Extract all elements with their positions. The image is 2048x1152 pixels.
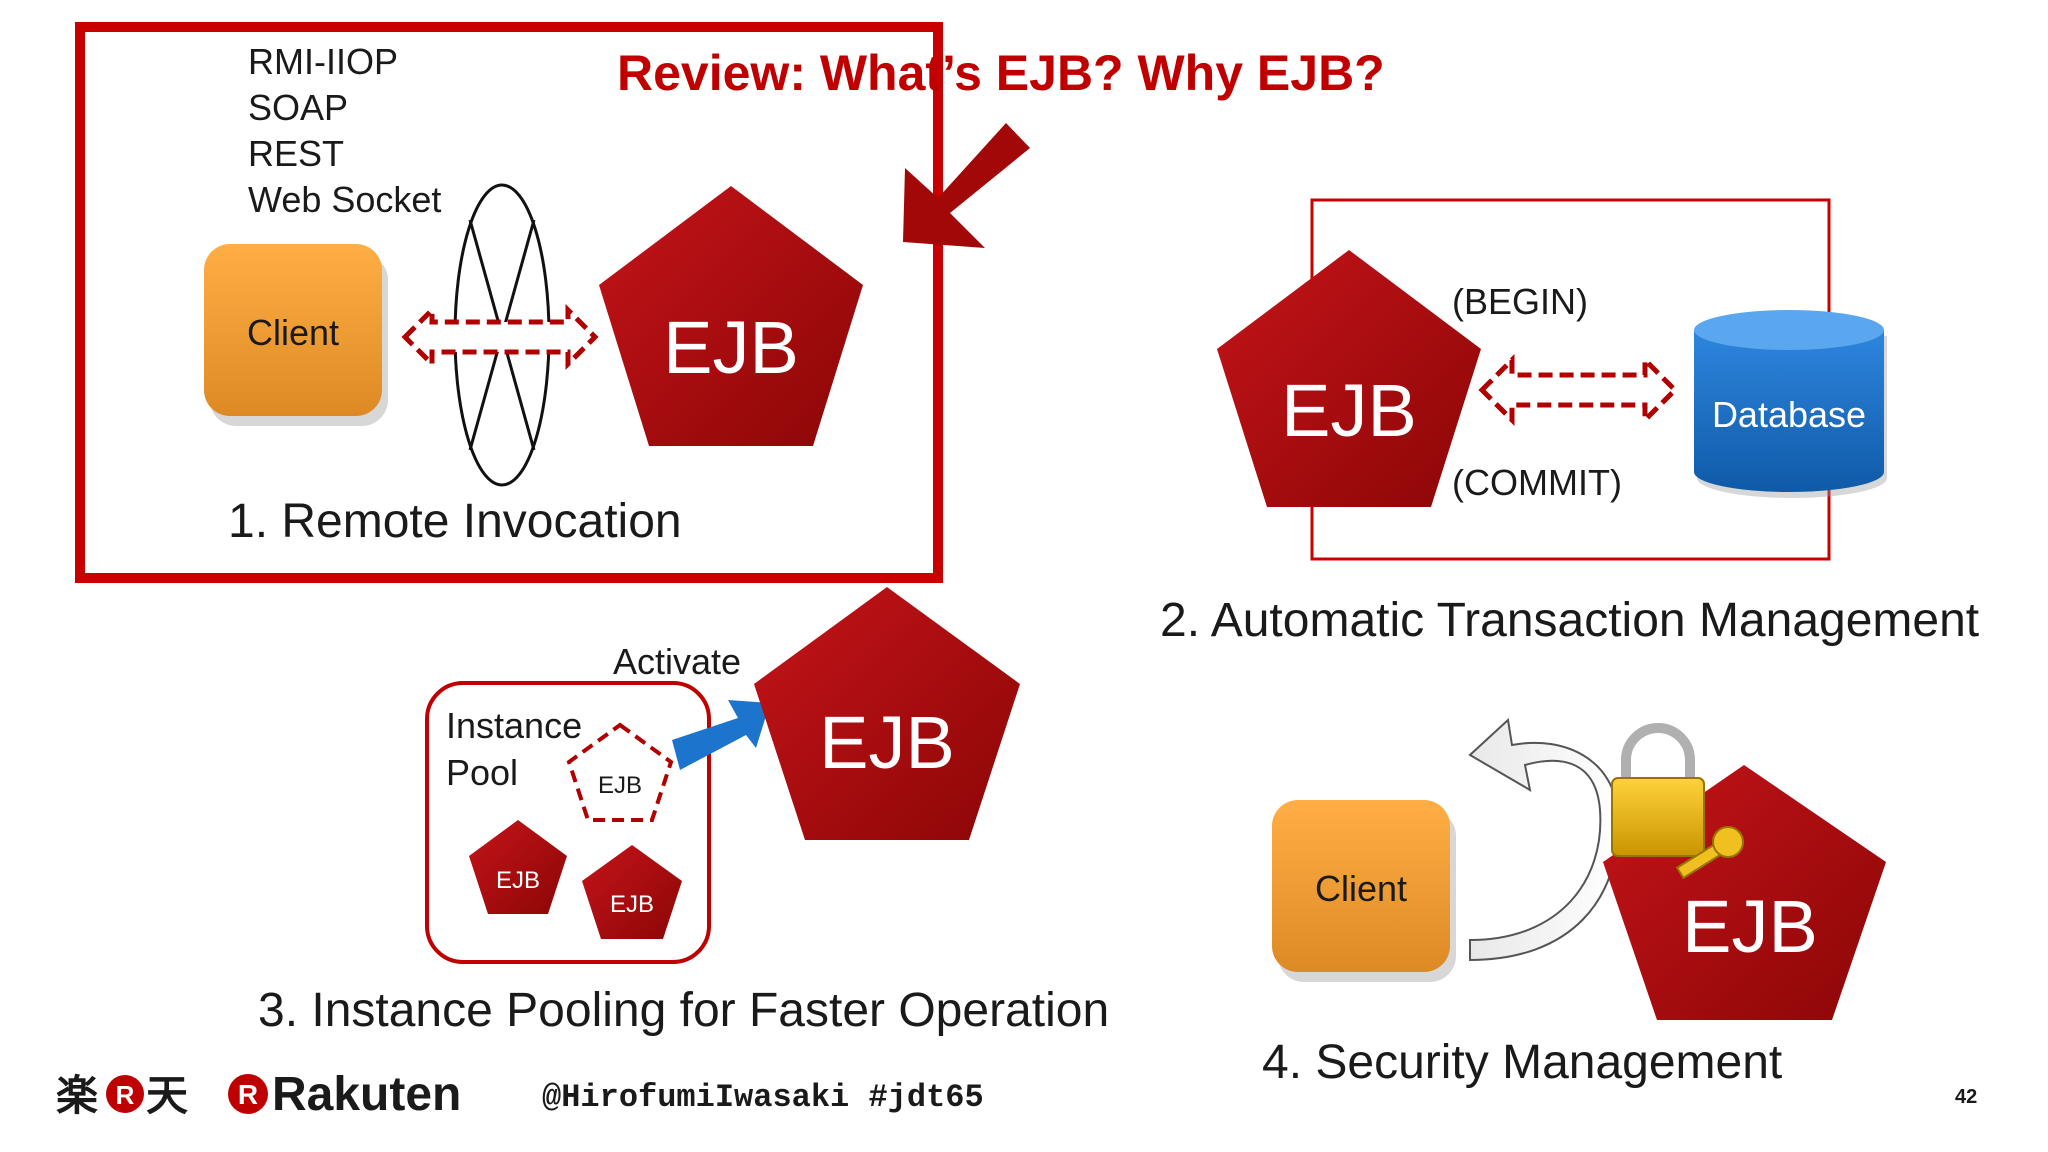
double-arrow xyxy=(1478,353,1679,427)
page-number: 42 xyxy=(1955,1086,1977,1108)
instance-pool-frame xyxy=(425,681,711,964)
caption-security: 4. Security Management xyxy=(1262,1036,1782,1089)
ejb-label: EJB xyxy=(819,701,955,784)
logo-r: R xyxy=(238,1079,258,1110)
rakuten-kanji-logo: 楽 R 天 xyxy=(56,1071,188,1120)
pool-label-line2: Pool xyxy=(446,752,518,793)
dashed-ejb-pentagon: EJB xyxy=(566,722,674,822)
logo-r-small: R xyxy=(116,1080,135,1110)
small-ejb-label: EJB xyxy=(598,772,642,799)
padlock-icon xyxy=(1611,723,1705,857)
small-ejb-pentagon: EJB xyxy=(582,845,682,939)
activate-arrow xyxy=(672,700,770,770)
key-icon xyxy=(1675,826,1744,880)
ejb-label: EJB xyxy=(1281,369,1417,452)
twitter-handle: @HirofumiIwasaki #jdt65 xyxy=(542,1079,984,1116)
protocol-list: RMI-IIOP SOAP REST Web Socket xyxy=(248,41,441,220)
rakuten-wordmark-logo: R Rakuten xyxy=(228,1068,461,1121)
caption-remote-invocation: 1. Remote Invocation xyxy=(228,495,682,548)
activate-label: Activate xyxy=(613,641,741,682)
small-ejb-label: EJB xyxy=(610,891,654,918)
protocol-item: Web Socket xyxy=(248,179,441,220)
protocol-item: REST xyxy=(248,133,344,174)
ejb-label: EJB xyxy=(1682,885,1818,968)
curved-return-arrow xyxy=(1468,718,1620,962)
double-arrow xyxy=(401,303,599,371)
caption-transaction: 2. Automatic Transaction Management xyxy=(1160,594,1979,647)
database-cylinder: Database xyxy=(1694,310,1887,498)
protocol-item: RMI-IIOP xyxy=(248,41,398,82)
ejb-pentagon: EJB xyxy=(599,186,863,446)
ejb-pentagon: EJB xyxy=(754,587,1020,840)
logo-kanji-first: 楽 xyxy=(56,1071,98,1120)
caption-instance-pooling: 3. Instance Pooling for Faster Operation xyxy=(258,984,1109,1037)
small-ejb-pentagon: EJB xyxy=(469,820,567,914)
database-label: Database xyxy=(1712,394,1866,435)
client-label: Client xyxy=(247,312,339,353)
pool-label-line1: Instance xyxy=(446,705,582,746)
client-box: Client xyxy=(1272,800,1456,982)
ejb-label: EJB xyxy=(663,306,799,389)
small-ejb-label: EJB xyxy=(496,867,540,894)
begin-label: (BEGIN) xyxy=(1452,281,1588,322)
pointer-arrow xyxy=(903,123,1030,248)
client-box: Client xyxy=(204,244,388,426)
client-label: Client xyxy=(1315,868,1407,909)
protocol-item: SOAP xyxy=(248,87,348,128)
ejb-pentagon: EJB xyxy=(1217,250,1481,507)
highlight-frame xyxy=(75,22,943,583)
logo-kanji-second: 天 xyxy=(146,1071,188,1120)
logo-wordmark: Rakuten xyxy=(272,1068,461,1121)
slide-title: Review: What’s EJB? Why EJB? xyxy=(617,45,1385,101)
commit-label: (COMMIT) xyxy=(1452,462,1622,503)
